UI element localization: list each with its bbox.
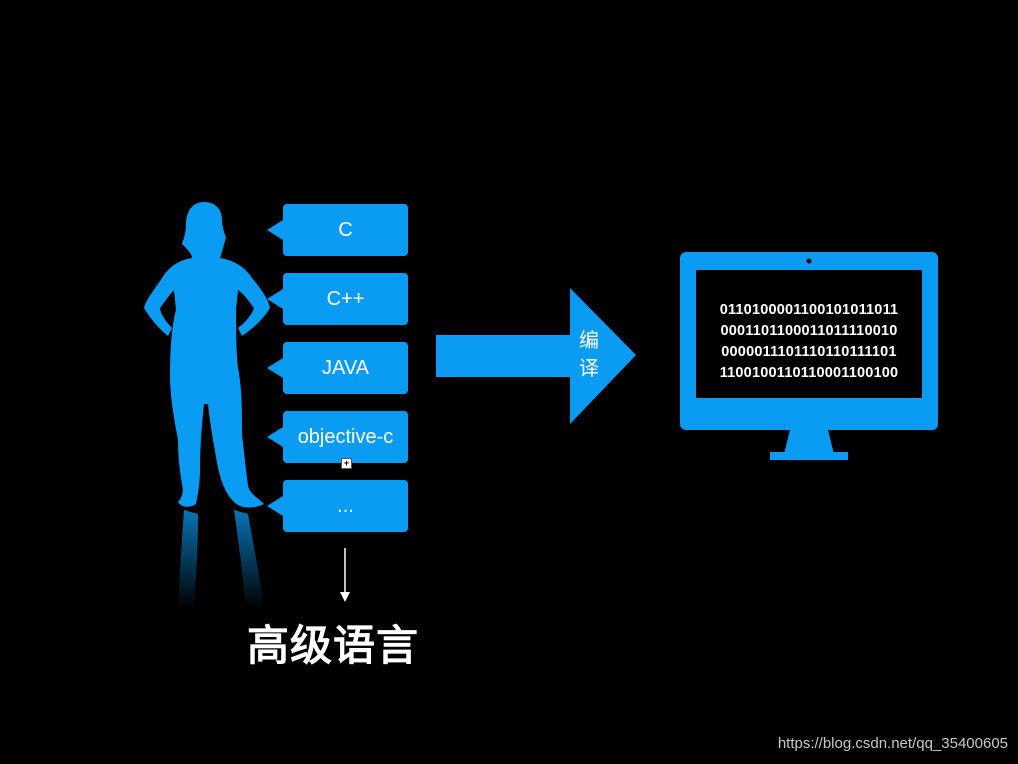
language-bubble-more: ... — [267, 480, 408, 532]
monitor-icon — [680, 252, 938, 460]
compile-arrow-icon — [436, 288, 636, 424]
person-silhouette-icon — [144, 202, 270, 608]
compile-char: 译 — [579, 356, 599, 380]
language-bubble-java: JAVA — [267, 342, 408, 394]
binary-code: 0110100001100101011011 00011011000110111… — [700, 300, 918, 384]
binary-line: 0001101100011011110010 — [720, 323, 898, 339]
language-bubble-cpp: C++ — [267, 273, 408, 325]
compile-char: 编 — [579, 328, 599, 352]
compile-label: 编 译 — [576, 326, 602, 382]
binary-line: 1100100110110001100100 — [719, 365, 899, 381]
plus-icon[interactable]: + — [341, 458, 352, 469]
language-bubble-objective-c: objective-c — [267, 411, 408, 463]
language-label: ... — [337, 494, 354, 517]
language-label: C++ — [326, 287, 365, 310]
language-label: C — [338, 218, 353, 241]
down-arrow-icon — [340, 548, 350, 602]
binary-line: 0000011101110110111101 — [721, 344, 897, 360]
language-label: objective-c — [297, 425, 394, 448]
high-level-language-caption: 高级语言 — [247, 621, 420, 670]
binary-line: 0110100001100101011011 — [719, 302, 899, 318]
language-label: JAVA — [321, 356, 370, 379]
language-bubble-c: C — [267, 204, 408, 256]
watermark: https://blog.csdn.net/qq_35400605 — [777, 735, 1008, 752]
